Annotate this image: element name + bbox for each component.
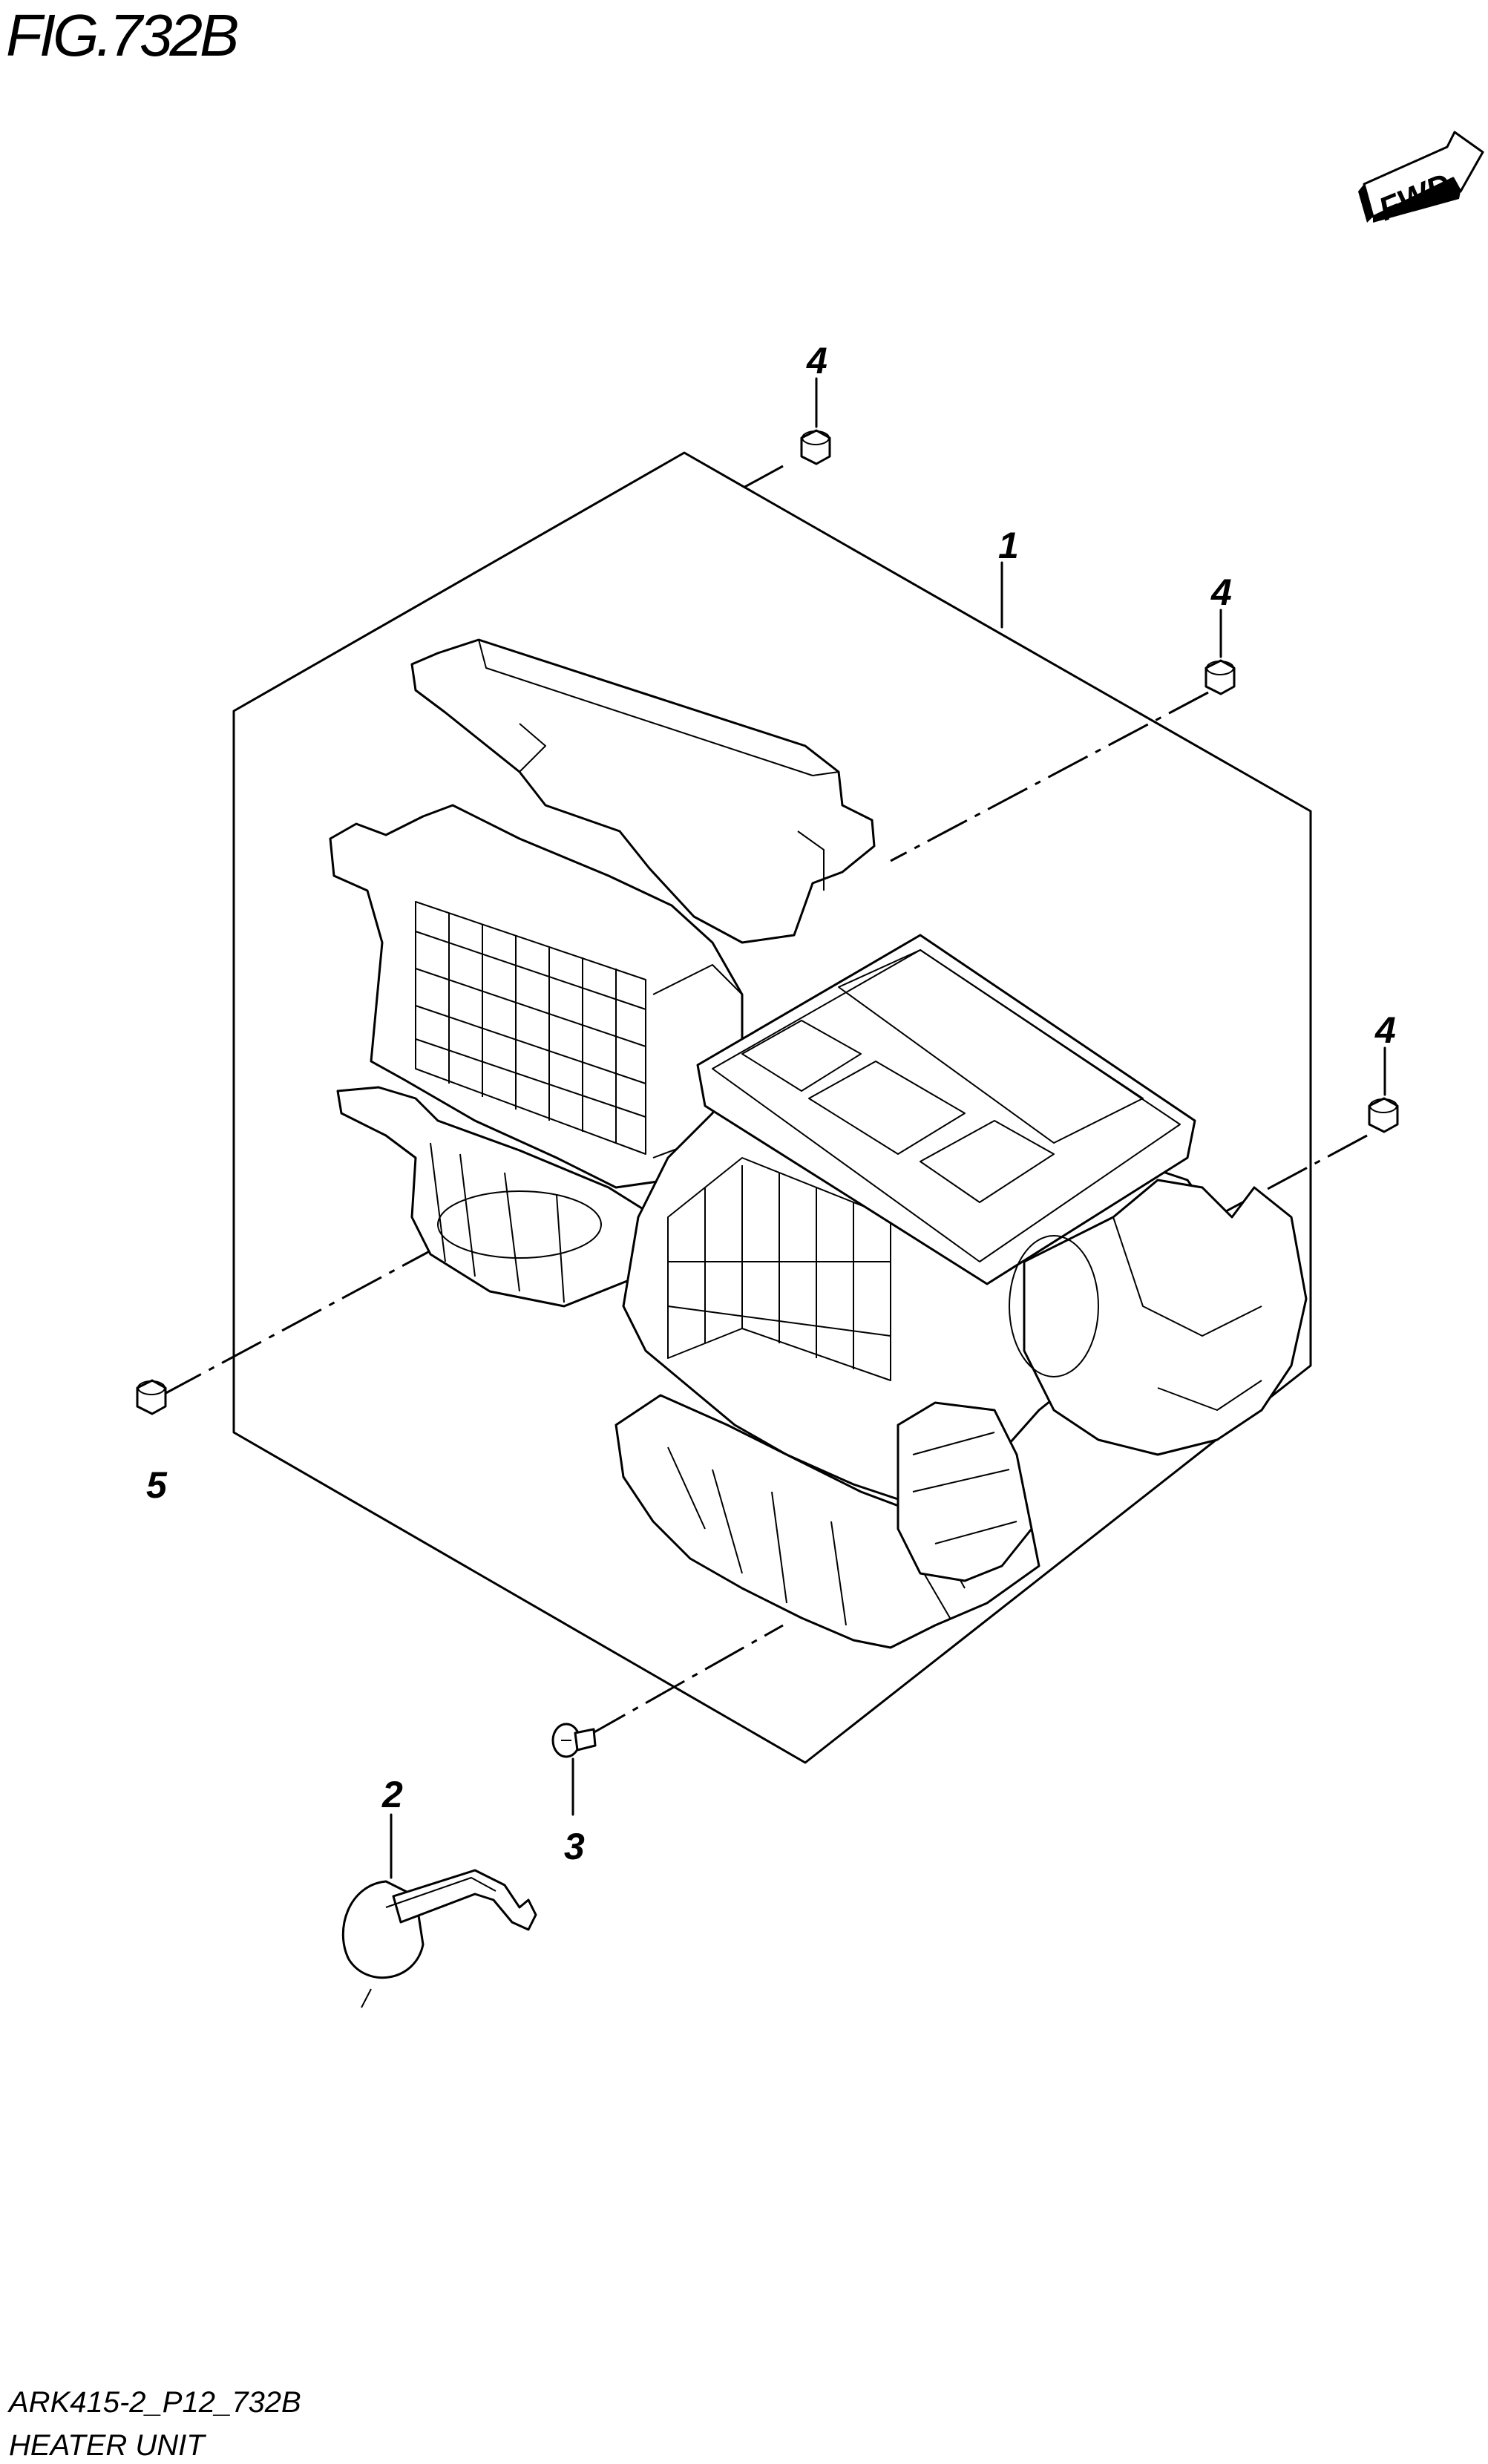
centerline-top-nut [741, 465, 784, 490]
heater-unit-assembly [329, 638, 1308, 1649]
callout-part-4-right-upper: 4 [1210, 571, 1232, 613]
footer-name: HEATER UNIT [9, 2429, 206, 2462]
nut-icon-right-upper [1205, 659, 1236, 695]
centerline-right-upper-nut [890, 691, 1209, 862]
drain-hose-icon [341, 1869, 537, 2008]
screw-icon-part-3 [551, 1723, 597, 1758]
fwd-arrow-icon: FWD [1358, 131, 1484, 228]
callout-part-2: 2 [381, 1774, 403, 1815]
nut-icon-right-lower [1368, 1097, 1399, 1133]
nut-icon-part-5 [136, 1379, 167, 1415]
centerline-part-5 [161, 1245, 439, 1397]
callout-part-3: 3 [564, 1826, 585, 1867]
kit-boundary [232, 451, 1312, 1764]
callout-part-5: 5 [146, 1464, 168, 1506]
footer-code: ARK415-2_P12_732B [7, 2386, 301, 2419]
centerline-part-3 [586, 1624, 784, 1738]
nut-icon-top [800, 429, 831, 465]
callout-part-4-top: 4 [806, 340, 827, 381]
callout-part-1: 1 [998, 525, 1019, 566]
callout-part-4-right-lower: 4 [1374, 1009, 1396, 1051]
figure-title: FIG.732B [6, 2, 237, 68]
